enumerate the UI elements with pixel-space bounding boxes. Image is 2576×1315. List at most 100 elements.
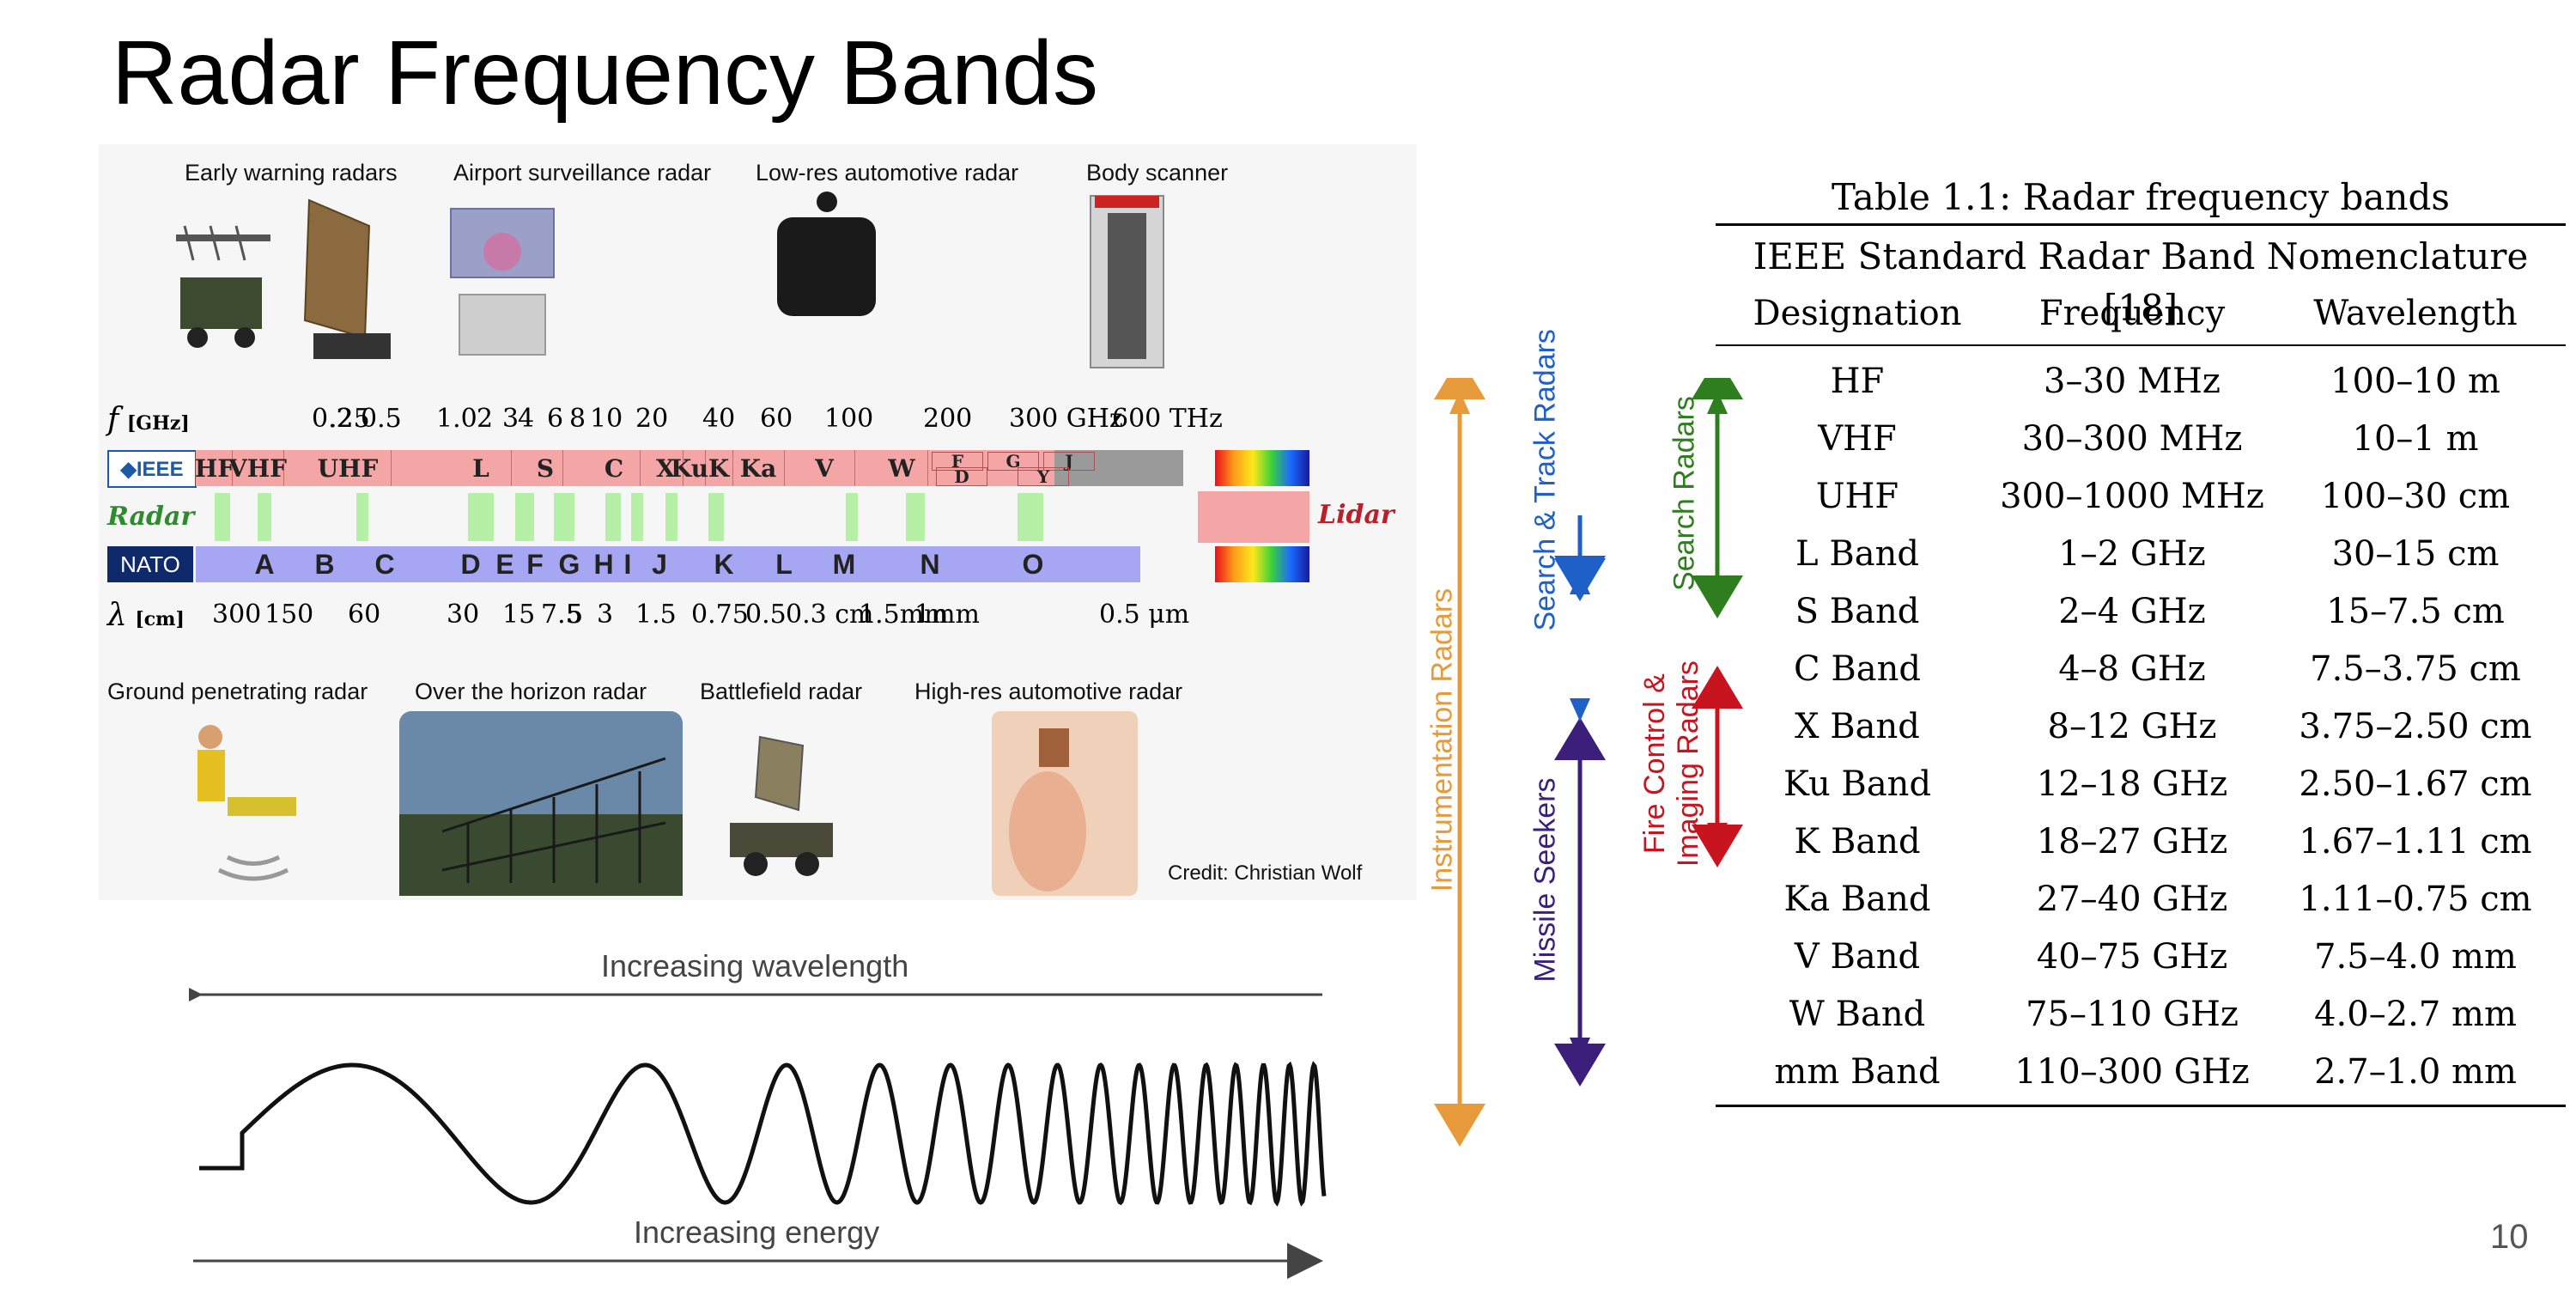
freq-tick: 600 THz <box>1112 404 1223 434</box>
header-wavelength: Wavelength <box>2313 294 2518 333</box>
cell-wavelength: 100–10 m <box>2330 362 2500 401</box>
nato-visible-spectrum <box>1215 546 1309 582</box>
wavelength-tick: 60 <box>348 600 381 630</box>
spectrum-figure: Early warning radars Airport surveillanc… <box>99 144 1417 900</box>
wavelength-tick: 0.3 cm <box>786 600 874 630</box>
ieee-band-ku: Ku <box>671 450 708 486</box>
freq-tick: 100 <box>824 404 874 434</box>
search-track-label: Search & Track Radars <box>1528 329 1562 631</box>
cell-designation: K Band <box>1794 822 1921 861</box>
cell-frequency: 1–2 GHz <box>2058 534 2206 574</box>
wavelength-tick: 15 <box>502 600 536 630</box>
label-low-res-automotive: Low-res automotive radar <box>756 160 1019 186</box>
nato-band-c: C <box>374 548 395 580</box>
ieee-band-v: V <box>794 450 855 486</box>
ieee-band-l: L <box>451 450 512 486</box>
battlefield-radar-image <box>730 735 833 876</box>
cell-frequency: 40–75 GHz <box>2036 937 2228 977</box>
nato-band-f: F <box>526 548 544 580</box>
early-warning-panel-image <box>303 198 391 359</box>
nato-band-l: L <box>775 548 793 580</box>
wavelength-tick: 150 <box>264 600 314 630</box>
freq-tick: 300 GHz <box>1009 404 1123 434</box>
cell-designation: UHF <box>1815 477 1899 516</box>
cell-frequency: 75–110 GHz <box>2026 995 2239 1034</box>
label-early-warning: Early warning radars <box>185 160 398 186</box>
cell-wavelength: 2.50–1.67 cm <box>2299 764 2532 804</box>
radar-band-row: Radar Lidar <box>107 491 1394 543</box>
cell-frequency: 27–40 GHz <box>2036 880 2228 919</box>
freq-symbol: f <box>107 402 119 437</box>
ieee-band-ka: Ka <box>732 450 785 486</box>
label-battlefield: Battlefield radar <box>700 679 863 704</box>
cell-wavelength: 1.67–1.11 cm <box>2299 822 2532 861</box>
fire-control-label-line1: Fire Control & <box>1637 673 1671 854</box>
label-body-scanner: Body scanner <box>1086 160 1229 186</box>
table-bottom-rule <box>1716 1105 2566 1107</box>
freq-tick: 0.5 <box>361 404 402 434</box>
cell-frequency: 2–4 GHz <box>2058 592 2206 631</box>
ieee-band-uhf: UHF <box>305 450 392 486</box>
freq-tick: 6 <box>547 404 564 434</box>
cell-frequency: 18–27 GHz <box>2036 822 2228 861</box>
cell-frequency: 4–8 GHz <box>2058 649 2206 689</box>
cell-wavelength: 4.0–2.7 mm <box>2314 995 2517 1034</box>
nato-band-g: G <box>558 548 580 580</box>
cell-wavelength: 30–15 cm <box>2331 534 2500 574</box>
nato-band-d: D <box>460 548 481 580</box>
ieee-logo: ◆IEEE <box>107 450 197 488</box>
high-res-automotive-image <box>992 711 1138 896</box>
wavelength-tick: 3 <box>597 600 614 630</box>
wavelength-tick: 1.5 <box>635 600 677 630</box>
freq-tick: 0.2 <box>312 404 353 434</box>
ieee-gap-bar <box>1054 450 1183 486</box>
wavelength-tick: 1mm <box>914 600 980 630</box>
nato-band-a: A <box>254 548 275 580</box>
cell-designation: L Band <box>1795 534 1919 574</box>
ieee-band-k: K <box>705 450 733 486</box>
fire-control-label: Fire Control & Imaging Radars <box>1638 648 1705 880</box>
cell-wavelength: 100–30 cm <box>2320 477 2511 516</box>
freq-tick: 200 <box>923 404 973 434</box>
radar-window <box>846 493 858 541</box>
radar-window <box>1018 493 1043 541</box>
nato-band-h: H <box>593 548 614 580</box>
nato-band-n: N <box>920 548 940 580</box>
table-header-row: Designation Frequency Wavelength <box>1716 288 2566 339</box>
body-scanner-image <box>1090 195 1164 368</box>
wavelength-tick: 30 <box>447 600 480 630</box>
mm-sub-band-g: G <box>987 451 1039 472</box>
waveform-panel <box>189 977 1327 1279</box>
cell-wavelength: 7.5–3.75 cm <box>2310 649 2521 689</box>
label-ground-penetrating: Ground penetrating radar <box>107 679 368 704</box>
lidar-label: Lidar <box>1318 500 1394 530</box>
cell-wavelength: 7.5–4.0 mm <box>2314 937 2517 977</box>
cell-designation: S Band <box>1795 592 1920 631</box>
cell-designation: Ku Band <box>1783 764 1932 804</box>
cell-designation: mm Band <box>1774 1052 1941 1092</box>
radar-window <box>468 493 494 541</box>
freq-tick: 40 <box>702 404 736 434</box>
early-warning-image <box>176 225 270 348</box>
freq-tick: 4 <box>518 404 535 434</box>
wavelength-unit: [cm] <box>135 608 185 630</box>
ieee-band-vhf: VHF <box>228 450 287 486</box>
freq-tick: 60 <box>760 404 793 434</box>
nato-band-o: O <box>1022 548 1044 580</box>
table-caption: Table 1.1: Radar frequency bands <box>1832 176 2450 218</box>
cell-wavelength: 15–7.5 cm <box>2326 592 2505 631</box>
wavelength-tick: 1.5mm <box>859 600 949 630</box>
radar-window <box>631 493 643 541</box>
table-header-rule <box>1716 344 2566 346</box>
radar-window <box>708 493 724 541</box>
cell-frequency: 300–1000 MHz <box>2000 477 2264 516</box>
wavelength-tick: 5 <box>567 600 584 630</box>
cell-frequency: 110–300 GHz <box>2014 1052 2250 1092</box>
